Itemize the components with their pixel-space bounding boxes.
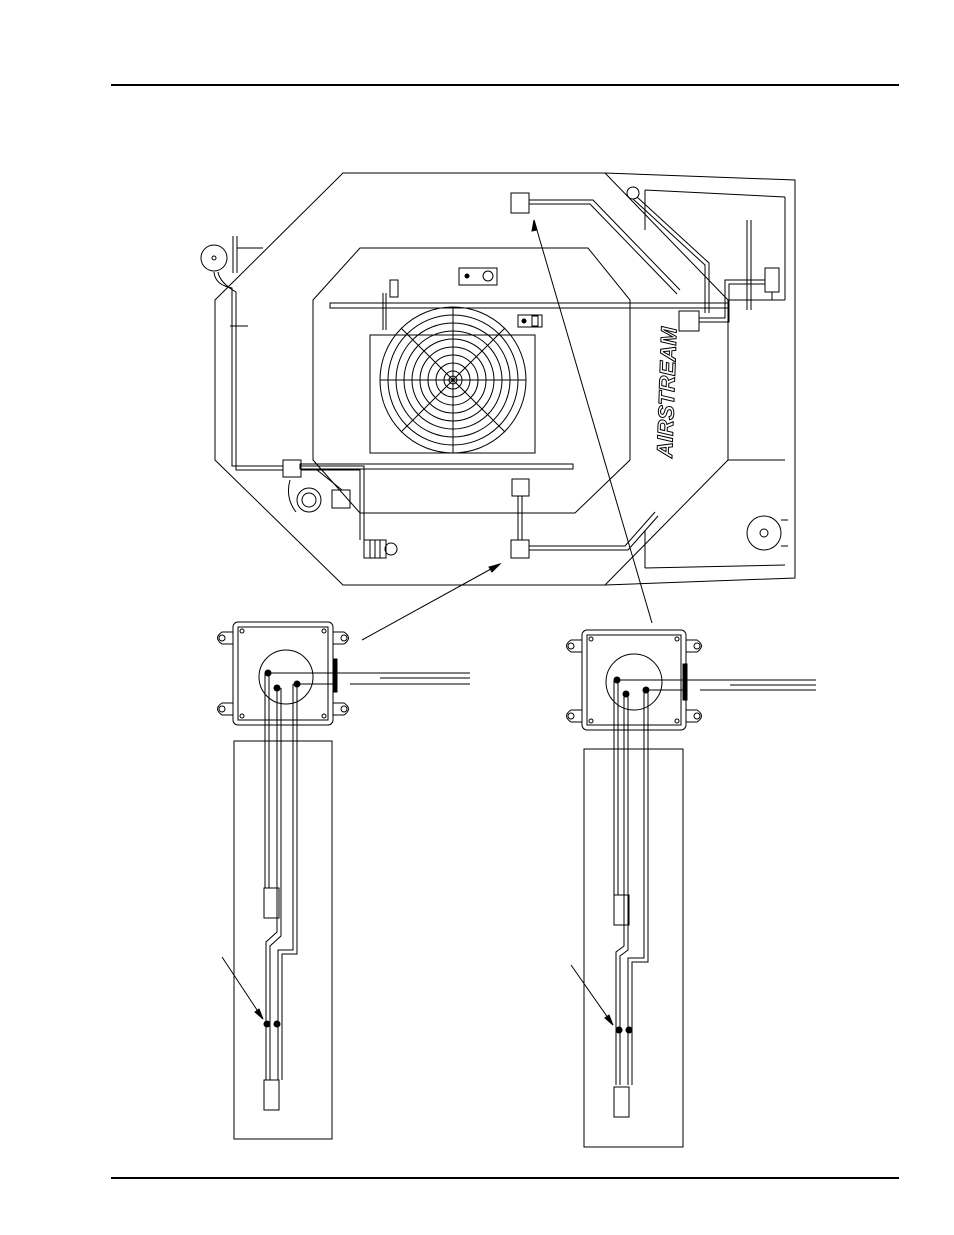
upper-rail [330, 303, 728, 308]
junction-box-left [283, 460, 301, 477]
upper-probe-right [614, 895, 629, 925]
limit-switch [765, 268, 779, 292]
sensor-box-upper [511, 193, 529, 213]
detail-left [218, 622, 471, 1139]
unit-housing [215, 173, 795, 585]
junction-box-right [679, 311, 699, 331]
sensor-box-top [512, 479, 529, 496]
lower-center-components [511, 479, 658, 558]
right-frame [605, 173, 795, 585]
probe-panel-right [584, 749, 683, 1147]
leader-lines [362, 220, 652, 640]
lower-probe-right [614, 1087, 629, 1117]
upper-components [383, 268, 542, 330]
probe-panel-left [234, 741, 332, 1139]
sensor-box-bottom [511, 540, 529, 558]
fan-guard [370, 307, 535, 453]
brand-logo: AIRSTREAM [652, 326, 682, 459]
lower-probe-left [264, 1080, 279, 1110]
brand-logo-text: AIRSTREAM [652, 326, 682, 459]
right-motor [747, 516, 788, 550]
terminal-block [390, 280, 398, 297]
left-motor [201, 236, 283, 470]
detail-right [567, 630, 817, 1147]
